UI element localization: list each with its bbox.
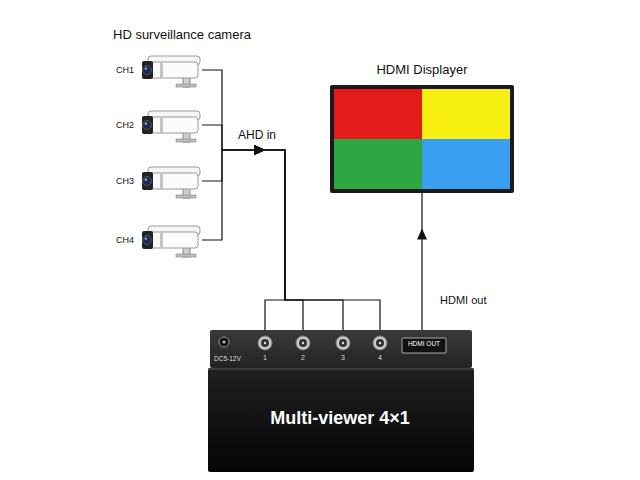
connector-line [202, 125, 303, 330]
camera-lens [143, 177, 152, 186]
device-title: Multi-viewer 4×1 [208, 408, 472, 430]
arrow-head [417, 229, 427, 240]
arrow-head [254, 145, 265, 155]
lens-glint [145, 122, 147, 124]
camera-front [142, 231, 153, 249]
signal-label: AHD in [238, 128, 276, 142]
bnc-socket [339, 339, 347, 347]
lens-glint [145, 178, 147, 180]
camera-base [176, 254, 196, 257]
camera-front [142, 116, 153, 134]
bnc-connector [258, 336, 272, 350]
camera-body [150, 173, 198, 189]
bnc-pin [264, 342, 266, 344]
camera-body [150, 62, 198, 78]
camera-stripe [160, 62, 163, 78]
connector-line [421, 193, 422, 330]
camera-lens [143, 236, 152, 245]
panel-connectors [210, 330, 472, 368]
camera-base [176, 195, 196, 198]
channel-label: CH4 [116, 235, 134, 246]
camera-icon [140, 52, 202, 88]
camera-node: CH4 [112, 222, 202, 258]
bnc-socket [376, 339, 384, 347]
camera-icon [140, 163, 202, 199]
camera-lens [143, 121, 152, 130]
camera-node: CH1 [112, 52, 202, 88]
monitor-frame [330, 85, 514, 193]
bnc-pin [379, 342, 381, 344]
port-label: HDMI OUT [402, 340, 446, 348]
monitor-screen [330, 85, 514, 193]
edge-label: HDMI out [440, 294, 486, 306]
screen-quadrant [334, 139, 422, 189]
bnc-pin [342, 342, 344, 344]
camera-stripe [160, 232, 163, 248]
back-panel: DC5-12V 1 2 3 4 HDMI OUT [210, 330, 472, 368]
arrow-head [254, 145, 265, 155]
bnc-socket [261, 339, 269, 347]
signal-connector [417, 193, 427, 330]
camera-base [176, 139, 196, 142]
camera-front [142, 61, 153, 79]
channel-label: CH3 [116, 176, 134, 187]
lens-glint [145, 67, 147, 69]
camera-icon [140, 222, 202, 258]
bnc-connector [373, 336, 387, 350]
channel-label: CH2 [116, 120, 134, 131]
port-label: DC5-12V [214, 355, 241, 363]
camera-node: CH3 [112, 163, 202, 199]
camera-icon [140, 107, 202, 143]
arrow-head [254, 145, 265, 155]
signal-connector [202, 70, 285, 330]
lens-glint [145, 237, 147, 239]
screen-quadrant [422, 139, 510, 189]
camera-lens [143, 66, 152, 75]
dc-pin [223, 341, 226, 344]
signal-connector [202, 125, 303, 330]
multi-viewer-front: Multi-viewer 4×1 [208, 368, 474, 472]
camera-stripe [160, 173, 163, 189]
arrow-head [254, 145, 265, 155]
camera-node: CH2 [112, 107, 202, 143]
dc-jack [219, 337, 229, 347]
screen-quadrant [422, 89, 510, 139]
bnc-connector [336, 336, 350, 350]
port-label: 3 [337, 354, 349, 362]
camera-base [176, 84, 196, 87]
camera-body [150, 232, 198, 248]
hdmi-port [402, 338, 446, 353]
bnc-connector [296, 336, 310, 350]
port-label: 1 [259, 354, 271, 362]
signal-connector [202, 145, 343, 330]
group-heading: HD surveillance camera [113, 27, 251, 42]
port-label: 4 [374, 354, 386, 362]
camera-front [142, 172, 153, 190]
bnc-socket [299, 339, 307, 347]
camera-body [150, 117, 198, 133]
channel-label: CH1 [116, 65, 134, 76]
connector-line [202, 70, 285, 330]
connector-line [202, 150, 343, 330]
bnc-pin [302, 342, 304, 344]
device-title: HDMI Displayer [330, 62, 514, 78]
port-label: 2 [297, 354, 309, 362]
hdmi-display: HDMI Displayer [330, 60, 516, 193]
camera-stripe [160, 117, 163, 133]
screen-quadrant [334, 89, 422, 139]
